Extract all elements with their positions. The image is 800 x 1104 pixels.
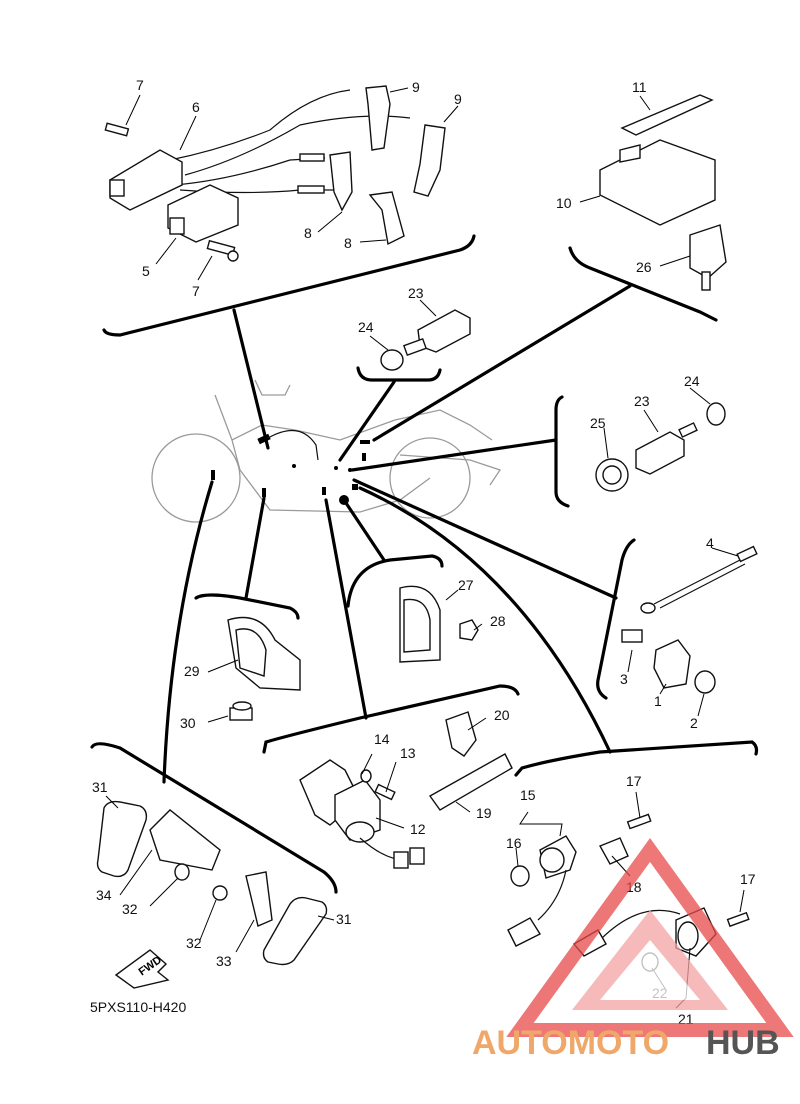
callout-26: 26: [636, 259, 652, 275]
horn-group-b: [227, 616, 301, 721]
callout-1: 1: [654, 693, 662, 709]
temp-sensor-group-a: [380, 309, 471, 371]
callout-24: 24: [358, 319, 374, 335]
callout-31: 31: [336, 911, 352, 927]
callout-7: 7: [192, 283, 200, 299]
callout-4: 4: [706, 535, 714, 551]
diagram-code: 5PXS110-H420: [90, 999, 186, 1015]
callout-9: 9: [412, 79, 420, 95]
callout-24: 24: [684, 373, 700, 389]
callout-32: 32: [186, 935, 202, 951]
callout-labels: 7 6 5 7 9 9 8 8 11 10 26 23 24 24 23 25 …: [92, 77, 756, 1027]
watermark-text-secondary: HUB: [706, 1024, 780, 1062]
ecu-group: [599, 94, 727, 291]
callout-13: 13: [400, 745, 416, 761]
watermark-logo: [506, 838, 794, 1037]
callout-20: 20: [494, 707, 510, 723]
callout-12: 12: [410, 821, 426, 837]
callout-19: 19: [476, 805, 492, 821]
callout-17: 17: [626, 773, 642, 789]
callout-23: 23: [634, 393, 650, 409]
callout-16: 16: [506, 835, 522, 851]
callout-9: 9: [454, 91, 462, 107]
temp-sensor-group-b: [595, 402, 726, 492]
callout-7: 7: [136, 77, 144, 93]
callout-14: 14: [374, 731, 390, 747]
callout-25: 25: [590, 415, 606, 431]
callout-10: 10: [556, 195, 572, 211]
callout-3: 3: [620, 671, 628, 687]
watermark-text-primary: AUTOMOTO: [472, 1024, 669, 1062]
motorcycle-silhouette: [151, 379, 502, 523]
callout-8: 8: [344, 235, 352, 251]
callout-11: 11: [632, 79, 647, 95]
callout-28: 28: [490, 613, 506, 629]
callout-5: 5: [142, 263, 150, 279]
callout-31: 31: [92, 779, 108, 795]
callout-33: 33: [216, 953, 232, 969]
group-brackets: [90, 234, 759, 894]
callout-17: 17: [740, 871, 756, 887]
location-markers: [211, 429, 370, 505]
callout-6: 6: [192, 99, 200, 115]
callout-23: 23: [408, 285, 424, 301]
leader-lines: [105, 87, 745, 1009]
callout-30: 30: [180, 715, 196, 731]
callout-15: 15: [520, 787, 536, 803]
ignition-coil-group: [104, 85, 446, 262]
callout-27: 27: [458, 577, 474, 593]
callout-32: 32: [122, 901, 138, 917]
neutral-switch-group: [621, 545, 758, 694]
callout-34: 34: [96, 887, 112, 903]
horn-group-a: [399, 585, 479, 663]
callout-8: 8: [304, 225, 312, 241]
callout-29: 29: [184, 663, 200, 679]
watermark-triangle-outer: [506, 838, 794, 1037]
footrest-group: [96, 800, 328, 989]
callout-2: 2: [690, 715, 698, 731]
starter-group: [299, 711, 513, 869]
